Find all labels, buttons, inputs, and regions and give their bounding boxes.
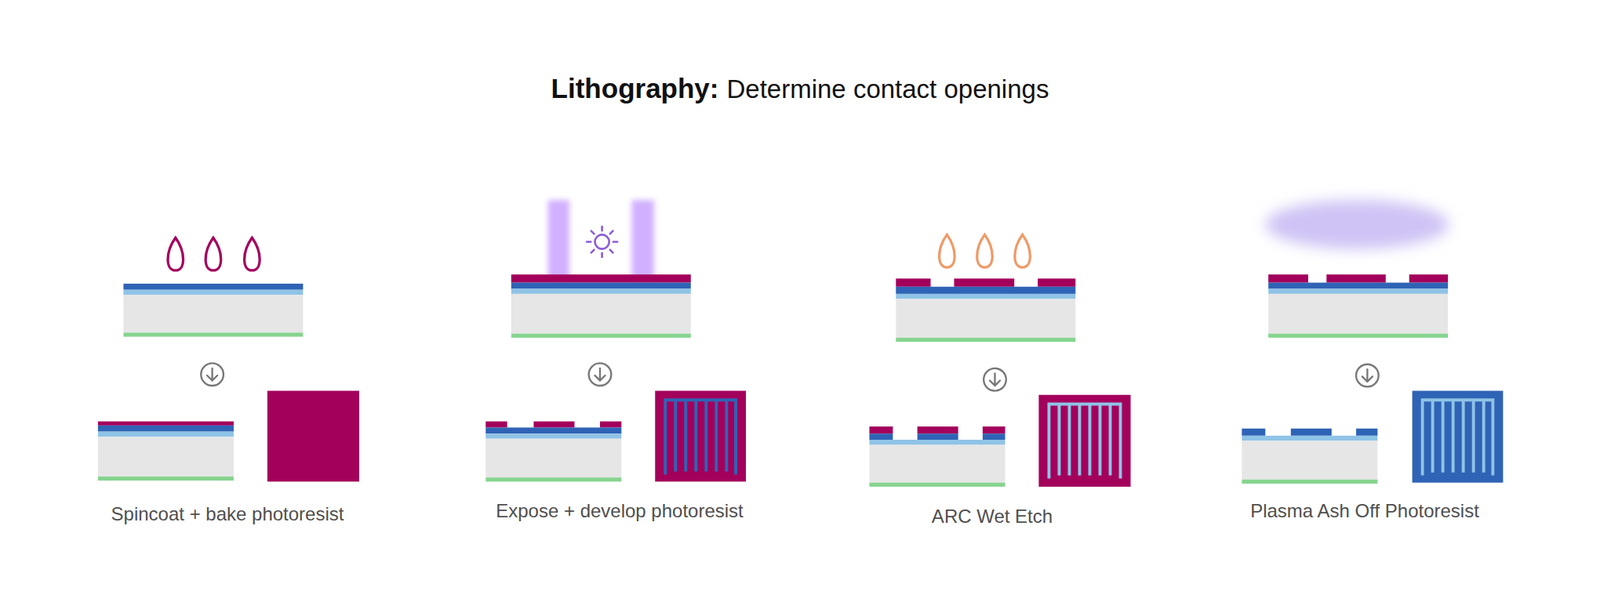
substrate bbox=[98, 436, 234, 477]
arc-pad bbox=[1241, 429, 1266, 437]
wafer-stack bbox=[123, 283, 303, 338]
step-caption: Plasma Ash Off Photoresist bbox=[1250, 500, 1480, 524]
droplet bbox=[167, 237, 184, 271]
photoresist-pad bbox=[869, 426, 893, 434]
top-view-square bbox=[1412, 391, 1504, 484]
title: Lithography: bbox=[551, 72, 720, 106]
contact-comb bbox=[1048, 403, 1120, 479]
arc-layer bbox=[511, 283, 691, 290]
photoresist-pad bbox=[1037, 278, 1076, 287]
contact-comb bbox=[665, 400, 736, 475]
arc-layer bbox=[895, 287, 1076, 295]
substrate bbox=[123, 294, 303, 333]
photoresist-pad bbox=[1409, 274, 1448, 283]
oxide-layer bbox=[123, 290, 303, 296]
photoresist-pad bbox=[1326, 274, 1386, 283]
uv-beams bbox=[548, 200, 655, 281]
arc-pad bbox=[1290, 429, 1332, 437]
top-view-square bbox=[1038, 395, 1131, 488]
wafer-stack bbox=[98, 421, 234, 481]
wafer-stack bbox=[895, 278, 1076, 342]
substrate bbox=[1241, 440, 1378, 480]
photoresist-layer bbox=[511, 274, 691, 283]
wafer-stack bbox=[869, 426, 1005, 488]
photoresist-layer bbox=[98, 421, 234, 426]
oxide-layer bbox=[511, 288, 691, 295]
droplet bbox=[939, 234, 956, 268]
arc-pad bbox=[1356, 429, 1378, 437]
substrate bbox=[485, 439, 622, 478]
down-arrow-icon bbox=[1356, 364, 1379, 388]
oxide-layer bbox=[869, 440, 1005, 446]
arc-layer bbox=[1268, 283, 1448, 290]
back-layer bbox=[1268, 334, 1448, 339]
droplets bbox=[939, 234, 1031, 268]
arc-pad bbox=[869, 433, 893, 440]
droplet bbox=[205, 237, 222, 271]
back-layer bbox=[1241, 480, 1378, 484]
plasma-cloud bbox=[1265, 200, 1449, 249]
droplet bbox=[244, 237, 261, 271]
down-arrow-icon bbox=[983, 368, 1007, 392]
photoresist-pad bbox=[895, 278, 931, 287]
substrate bbox=[869, 445, 1005, 484]
substrate bbox=[1268, 294, 1448, 335]
step-arrows bbox=[200, 363, 1379, 391]
arc-layer bbox=[98, 425, 234, 433]
back-layer bbox=[869, 483, 1005, 488]
down-arrow-icon bbox=[589, 363, 612, 386]
title-row: Lithography:Determine contact openings bbox=[551, 72, 1050, 106]
top-view-square bbox=[654, 391, 746, 483]
back-layer bbox=[895, 338, 1076, 342]
droplet bbox=[977, 234, 993, 268]
back-layer bbox=[123, 332, 303, 337]
droplet bbox=[1014, 234, 1031, 268]
photoresist-pad bbox=[600, 421, 622, 429]
wafer-stack bbox=[511, 274, 691, 339]
back-layer bbox=[98, 476, 234, 481]
back-layer bbox=[485, 477, 622, 482]
oxide-layer bbox=[1268, 288, 1448, 295]
step-caption: Expose + develop photoresist bbox=[495, 500, 744, 524]
droplets bbox=[167, 237, 260, 271]
photoresist-pad bbox=[953, 278, 1015, 287]
arc-layer bbox=[485, 427, 622, 434]
arc-pad bbox=[982, 433, 1006, 440]
light-beam bbox=[548, 200, 570, 281]
top-view-square bbox=[267, 391, 360, 483]
step-caption: Spincoat + bake photoresist bbox=[111, 503, 345, 527]
light-beam bbox=[631, 200, 655, 281]
sun-icon bbox=[586, 226, 618, 258]
arc-pad bbox=[917, 433, 959, 440]
photoresist-pad bbox=[982, 426, 1006, 434]
substrate bbox=[511, 294, 691, 335]
wafer-stack bbox=[485, 421, 622, 483]
photoresist-pad bbox=[917, 426, 959, 434]
subtitle: Determine contact openings bbox=[726, 73, 1049, 106]
sun-core bbox=[594, 234, 609, 249]
sun-rays bbox=[586, 226, 618, 258]
photoresist-pad bbox=[1268, 274, 1309, 283]
arc-layer bbox=[123, 283, 303, 291]
wafer-stack bbox=[1268, 274, 1448, 339]
substrate bbox=[895, 298, 1076, 338]
photoresist-pad bbox=[485, 421, 507, 429]
step-caption: ARC Wet Etch bbox=[931, 505, 1053, 529]
photoresist-pad bbox=[533, 421, 575, 429]
oxide-layer bbox=[895, 294, 1076, 300]
down-arrow-icon bbox=[200, 363, 224, 386]
oxide-layer bbox=[1241, 436, 1378, 442]
oxide-layer bbox=[485, 433, 622, 440]
contact-comb bbox=[1422, 400, 1494, 476]
oxide-layer bbox=[98, 432, 234, 438]
back-layer bbox=[511, 334, 691, 339]
wafer-stack bbox=[1241, 429, 1378, 484]
